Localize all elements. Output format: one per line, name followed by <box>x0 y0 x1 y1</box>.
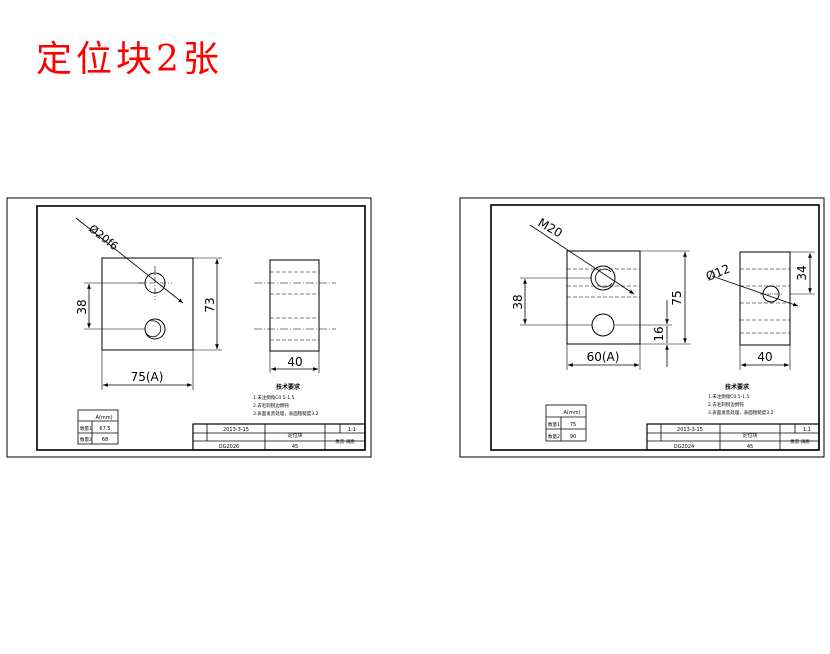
side-view <box>254 259 336 352</box>
dim-spacing-label: 38 <box>511 294 525 309</box>
note-line: 1.未注倒角C0.5-1.5 <box>708 393 750 400</box>
drawing-sheet-right <box>459 197 825 458</box>
dim-diameter-label: Ø20f6 <box>86 222 120 253</box>
param-value: 68 <box>102 437 108 443</box>
title-block-scale: 1:1 <box>348 427 356 433</box>
dim-width-label: 75(A) <box>131 370 164 384</box>
title-block-part-name: 定位块 <box>742 432 757 439</box>
title-block-date: 2013-3-15 <box>677 427 703 433</box>
param-table-header: A(mm) <box>95 415 112 421</box>
dim-spacing-label: 38 <box>75 299 89 314</box>
title-block-drawing-no: DG2026 <box>219 444 239 450</box>
threaded-hole <box>144 318 166 340</box>
leader-line <box>75 217 184 304</box>
param-value: 90 <box>570 434 576 440</box>
notes-title: 技术要求 <box>276 383 301 391</box>
outer-frame <box>6 197 372 458</box>
outer-frame <box>459 197 825 458</box>
param-value: 75 <box>570 422 576 428</box>
part-outline <box>739 251 791 346</box>
dim-side-width-label: 40 <box>757 350 772 364</box>
title-block <box>192 423 366 451</box>
dim-side-height-label: 34 <box>795 265 809 280</box>
title-block <box>646 423 820 451</box>
note-line: 2.去毛刺锐边倒钝 <box>253 402 289 409</box>
title-block-process: 发黑 调质 <box>790 438 810 445</box>
title-block-process: 发黑 调质 <box>335 438 355 445</box>
title-block-material: 45 <box>747 444 753 450</box>
title-block-material: 45 <box>292 444 298 450</box>
page-title: 定位块2张 <box>36 39 223 80</box>
dim-side-diameter-label: Ø12 <box>704 262 732 284</box>
param-table-header: A(mm) <box>563 410 580 416</box>
drawing-sheet-left <box>6 197 372 458</box>
notes-title: 技术要求 <box>725 383 750 391</box>
param-value: 67.5 <box>99 426 110 432</box>
front-view <box>566 250 641 345</box>
note-line: 3.表面发黑处理，表面粗糙度3.2 <box>708 409 774 416</box>
side-view <box>739 251 791 346</box>
thread-arc <box>145 320 162 338</box>
dim-side-width-label: 40 <box>287 355 302 369</box>
param-label: 数量2 <box>548 433 560 440</box>
dim-offset-label: 16 <box>652 326 666 341</box>
note-line: 2.去毛刺锐边倒钝 <box>708 401 744 408</box>
dim-height-label: 73 <box>203 297 217 312</box>
param-table <box>77 409 119 445</box>
hole-circle <box>591 313 615 337</box>
param-label: 数量1 <box>80 425 92 432</box>
note-line: 1.未注倒角C0.5-1.5 <box>253 394 295 401</box>
dim-width-label: 60(A) <box>587 350 620 364</box>
param-label: 数量1 <box>548 421 560 428</box>
part-outline <box>101 257 194 351</box>
note-line: 3.表面发黑处理，表面粗糙度3.2 <box>253 410 319 417</box>
dim-thread-label: M20 <box>536 215 565 240</box>
leader-line <box>711 275 799 307</box>
title-block-part-name: 定位块 <box>287 432 302 439</box>
thread-arc <box>595 268 613 288</box>
title-block-scale: 1:1 <box>803 427 811 433</box>
dim-height-label: 75 <box>670 290 684 305</box>
title-block-date: 2013-3-15 <box>223 427 249 433</box>
part-outline <box>566 250 641 345</box>
annotations-left: Ø20f6 38 73 75(A) 40 技术要求 1.未注倒角C0.5-1.5… <box>75 222 356 450</box>
part-outline <box>269 259 320 352</box>
leader-line <box>529 224 635 295</box>
param-label: 数量2 <box>80 436 92 443</box>
front-view <box>101 257 194 351</box>
title-block-drawing-no: DG2024 <box>674 444 694 450</box>
param-table <box>545 404 587 442</box>
